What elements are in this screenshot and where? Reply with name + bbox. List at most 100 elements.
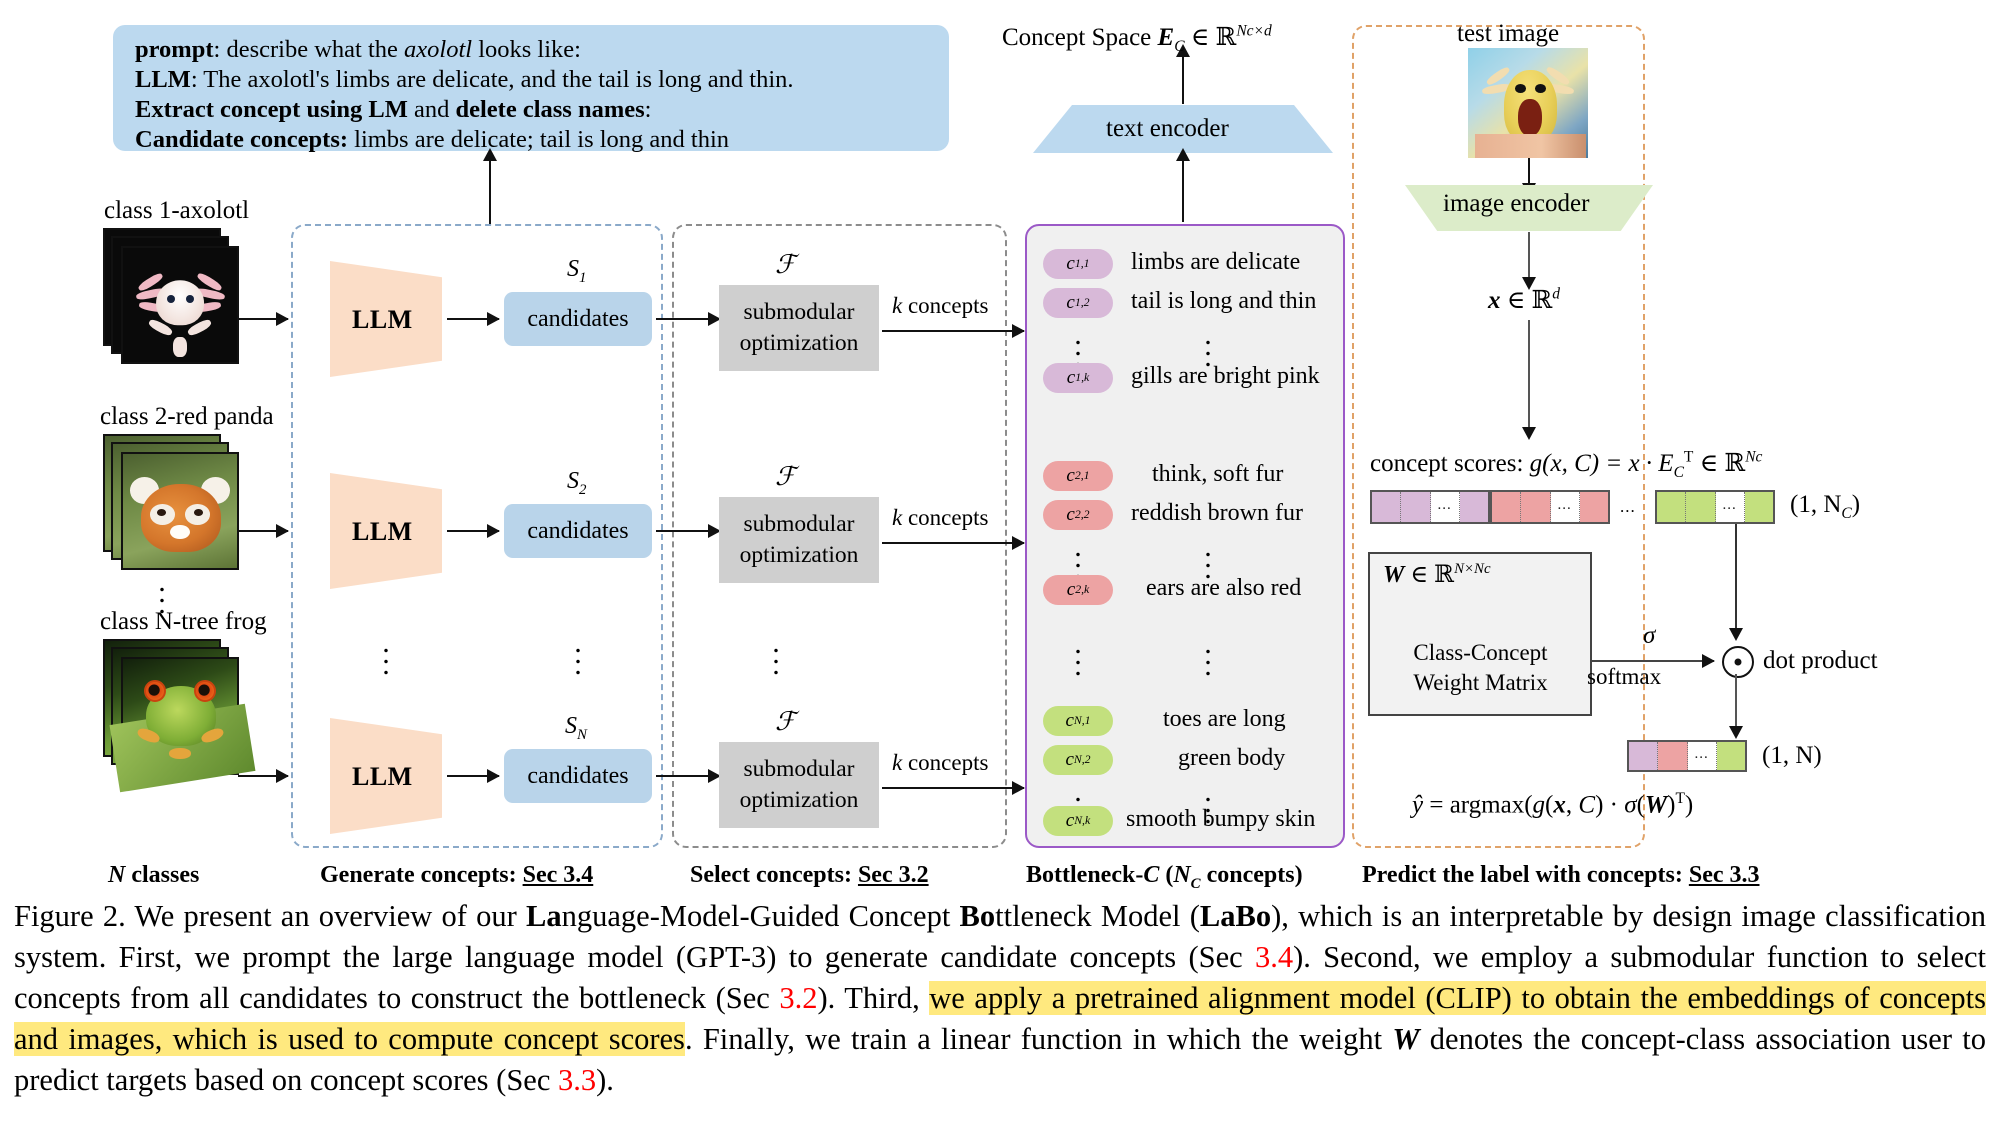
class-ellipsis: ...: [158, 565, 166, 620]
arrow-to-prompt: [482, 148, 497, 224]
class-image-stack-2: [103, 434, 239, 570]
score-vector-shape: (1, NC): [1790, 491, 1861, 522]
score-vector-green: ...: [1655, 490, 1775, 524]
image-encoder-label: image encoder: [1443, 190, 1590, 217]
k-concepts-label-3: k concepts: [892, 750, 989, 775]
concept-text-n-2: green body: [1178, 745, 1286, 771]
candidates-box-1: candidates: [504, 292, 652, 346]
llm-label-2: LLM: [352, 517, 413, 546]
section-label-n-classes: N classes: [108, 862, 200, 888]
line-dotproduct-to-output: [1735, 674, 1737, 736]
arrow-img-to-llm-3: [238, 768, 289, 783]
arrow-bottleneck-to-encoder: [1175, 148, 1190, 222]
arrow-img-to-llm-1: [238, 311, 289, 326]
f-symbol-1: ℱ: [775, 250, 796, 279]
group-1-text-ellipsis: ...: [1204, 318, 1212, 373]
class-2-photo-front: [121, 452, 239, 570]
llm-trapezoid-3: [330, 718, 442, 834]
dot-product-label: dot product: [1763, 647, 1878, 674]
k-concepts-label-1: k concepts: [892, 293, 989, 318]
section-label-generate: Generate concepts: Sec 3.4: [320, 862, 594, 888]
concept-scores-equation: concept scores: g(x, C) = x · ECT ∈ ℝNc: [1370, 448, 1763, 481]
class-image-stack-1: [103, 228, 239, 364]
group-n-text-ellipsis: ...: [1204, 775, 1212, 830]
arrow-img-to-llm-2: [238, 523, 289, 538]
text-encoder-label: text encoder: [1106, 115, 1229, 142]
axolotl-italic: axolotl: [404, 36, 473, 63]
concept-space-label: Concept Space EC ∈ ℝNc×d: [1002, 22, 1272, 55]
llm-trapezoid-1: [330, 261, 442, 377]
predict-label-frame: [1352, 25, 1645, 848]
arrowhead-dotproduct-to-output: [1729, 726, 1743, 739]
score-vector-purple-dots: ...: [1430, 492, 1460, 522]
select-concepts-frame: [672, 224, 1007, 848]
concept-text-1-k: gills are bright pink: [1131, 363, 1320, 389]
class-label-1: class 1-axolotl: [104, 197, 250, 224]
concept-text-2-2: reddish brown fur: [1131, 500, 1303, 526]
prompt-line-4: Candidate concepts: limbs are delicate; …: [135, 126, 730, 153]
concept-text-1-2: tail is long and thin: [1131, 288, 1317, 314]
arrow-submod-to-bneck-2: [882, 535, 1025, 550]
text-encoder-shape: [1033, 105, 1333, 153]
class-image-stack-3: [103, 639, 256, 793]
s-tag-1: S1: [567, 256, 587, 286]
score-vector-red-dots: ...: [1550, 492, 1580, 522]
arrow-cand-to-submod-2: [656, 523, 721, 538]
s-tag-3: SN: [565, 713, 587, 743]
submodular-ellipsis: ...: [772, 626, 780, 681]
arrow-w-to-dotproduct: [1592, 653, 1715, 668]
bottleneck-chip-ellipsis: ...: [1074, 627, 1082, 682]
group-2-chip-ellipsis: ...: [1074, 530, 1082, 585]
f-symbol-2: ℱ: [775, 462, 796, 491]
llm-ellipsis: ...: [382, 626, 390, 681]
k-concepts-label-2: k concepts: [892, 505, 989, 530]
arrow-llm-to-cand-3: [447, 768, 500, 783]
candidates-ellipsis: ...: [574, 626, 582, 681]
final-prediction-equation: ŷ = argmax(g(x, C) · σ(W)T): [1412, 790, 1694, 819]
arrow-llm-to-cand-1: [447, 311, 500, 326]
softmax-label: softmax: [1587, 664, 1662, 689]
x-embedding-label: x ∈ ℝd: [1488, 285, 1561, 314]
concept-text-1-1: limbs are delicate: [1131, 249, 1301, 275]
generate-concepts-frame: [291, 224, 663, 848]
arrow-submod-to-bneck-3: [882, 780, 1025, 795]
llm-trapezoid-2: [330, 473, 442, 589]
score-vector-gap-dots: ...: [1620, 497, 1636, 516]
arrowhead-scores-to-dotproduct: [1729, 628, 1743, 641]
prompt-box: prompt: describe what the axolotl looks …: [113, 25, 949, 153]
llm-label-3: LLM: [352, 762, 413, 791]
score-vector-purple: ...: [1370, 490, 1490, 524]
bottleneck-panel: [1025, 224, 1345, 848]
output-vector-dots: ...: [1687, 742, 1717, 770]
line-scores-to-dotproduct: [1735, 524, 1737, 638]
prompt-line-1: prompt: describe what the axolotl looks …: [135, 36, 581, 63]
class-label-2: class 2-red panda: [100, 403, 274, 430]
f-symbol-3: ℱ: [775, 707, 796, 736]
output-vector: ...: [1627, 740, 1747, 772]
arrow-submod-to-bneck-1: [882, 323, 1025, 338]
score-vector-red: ...: [1490, 490, 1610, 524]
arrow-cand-to-submod-1: [656, 311, 721, 326]
concept-text-2-1: think, soft fur: [1152, 461, 1284, 487]
bottleneck-text-ellipsis: ...: [1204, 627, 1212, 682]
class-3-photo-front: [109, 657, 256, 793]
image-encoder-shape: [1405, 185, 1653, 231]
output-vector-shape: (1, N): [1762, 742, 1822, 769]
candidates-box-3: candidates: [504, 749, 652, 803]
prompt-label: prompt: [135, 36, 214, 63]
figure-caption: Figure 2. We present an overview of our …: [14, 899, 1987, 1097]
arrow-encoder-to-concept-space: [1175, 44, 1190, 104]
score-vector-green-dots: ...: [1715, 492, 1745, 522]
section-label-predict: Predict the label with concepts: Sec 3.3: [1362, 862, 1760, 888]
